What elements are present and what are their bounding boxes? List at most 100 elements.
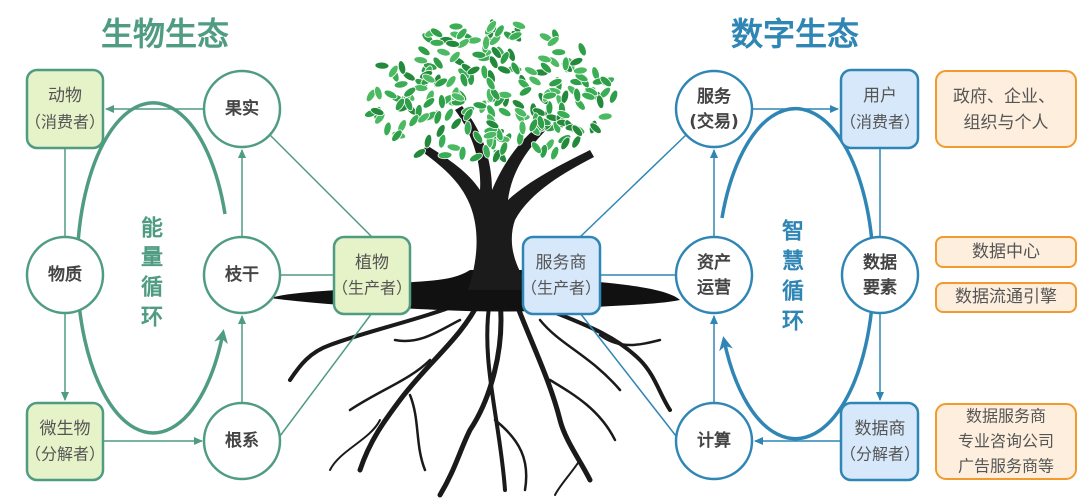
service-provider-producer-box: 服务商 （生产者）: [521, 235, 602, 316]
leaf: [511, 20, 527, 30]
svg-text:物质: 物质: [48, 264, 82, 285]
leaf: [463, 120, 472, 136]
leaf: [394, 97, 406, 112]
leaf: [458, 145, 467, 161]
leaf: [546, 36, 560, 47]
leaf: [472, 130, 484, 144]
leaf: [463, 108, 474, 122]
svg-text:动物: 动物: [48, 86, 82, 106]
svg-text:循: 循: [782, 279, 804, 305]
leaf: [435, 124, 446, 138]
svg-text:数据商: 数据商: [855, 419, 906, 439]
svg-text:数据服务商: 数据服务商: [966, 407, 1046, 426]
leaf: [397, 60, 407, 75]
leaf: [429, 38, 445, 47]
leaf: [550, 146, 560, 161]
energy-cycle-label: 能 量 循 环: [141, 216, 163, 331]
leaf: [404, 97, 414, 112]
leaf: [383, 89, 398, 100]
leaf: [513, 107, 528, 118]
svg-text:量: 量: [141, 246, 163, 271]
tree-canopy: [364, 18, 619, 164]
svg-text:（生产者）: （生产者）: [521, 279, 601, 298]
leaf: [422, 97, 436, 109]
svg-text:（消费者）: （消费者）: [25, 113, 105, 132]
svg-text:服务商: 服务商: [536, 253, 587, 273]
plant-producer-box: 植物 （生产者）: [332, 235, 412, 316]
leaf: [540, 61, 552, 74]
svg-text:广告服务商等: 广告服务商等: [958, 457, 1054, 476]
svg-text:环: 环: [141, 306, 163, 331]
leaf: [466, 65, 481, 76]
svg-text:根系: 根系: [225, 430, 259, 451]
leaf: [486, 104, 496, 119]
svg-text:能: 能: [141, 216, 163, 242]
leaf: [443, 108, 454, 122]
bio-title: 生物生态: [101, 15, 229, 53]
svg-text:果实: 果实: [225, 98, 259, 119]
leaf: [445, 75, 457, 88]
wisdom-cycle-label: 智 慧 循 环: [782, 219, 804, 335]
leaf: [581, 91, 596, 101]
leaf: [524, 66, 538, 76]
leaf: [445, 39, 460, 48]
leaf: [450, 117, 462, 130]
leaf: [448, 22, 464, 31]
svg-text:枝干: 枝干: [225, 264, 259, 285]
leaf: [393, 80, 409, 89]
leaf: [403, 86, 417, 98]
leaf: [485, 76, 496, 91]
leaf: [573, 87, 582, 103]
leaf: [609, 89, 619, 104]
animal-consumer-box: 动物 （消费者）: [25, 68, 105, 150]
leaf: [556, 110, 571, 119]
svg-text:数据流通引擎: 数据流通引擎: [955, 287, 1057, 307]
leaf: [497, 65, 512, 75]
leaf: [490, 46, 502, 59]
user-consumer-box: 用户 （消费者）: [839, 68, 920, 150]
leaf: [528, 118, 539, 133]
leaf: [438, 133, 447, 149]
leaf: [459, 72, 469, 88]
tree-trunk: [420, 106, 594, 290]
svg-text:（分解者）: （分解者）: [25, 445, 105, 464]
svg-text:运营: 运营: [697, 277, 731, 298]
leaf: [417, 112, 430, 124]
leaf: [488, 55, 499, 69]
leaf: [374, 85, 383, 101]
leaf: [413, 56, 429, 65]
leaf: [482, 144, 491, 159]
svg-text:数据: 数据: [863, 252, 897, 273]
leaf: [482, 131, 498, 140]
compute-node: 计算: [674, 401, 754, 481]
leaf: [433, 110, 443, 125]
roots-node: 根系: [202, 401, 282, 481]
svg-text:用户: 用户: [863, 86, 897, 106]
leaf: [383, 121, 392, 137]
leaf: [437, 151, 453, 160]
leaf: [518, 86, 533, 97]
leaf: [455, 27, 468, 41]
matter-node: 物质: [25, 235, 105, 315]
leaf: [430, 27, 444, 39]
data-factor-node: 数据 要素: [840, 235, 920, 315]
svg-text:数据中心: 数据中心: [972, 242, 1040, 262]
svg-text:组织与个人: 组织与个人: [964, 113, 1049, 133]
leaf: [412, 148, 426, 159]
leaf: [436, 47, 451, 57]
svg-text:智: 智: [782, 219, 804, 245]
leaf: [571, 124, 583, 137]
note-data-center: 数据中心: [935, 236, 1077, 268]
svg-text:计算: 计算: [697, 430, 731, 451]
svg-text:（生产者）: （生产者）: [332, 279, 412, 298]
note-users: 政府、企业、 组织与个人: [935, 70, 1077, 148]
leaf: [471, 50, 487, 59]
leaf: [434, 77, 448, 88]
asset-operation-node: 资产 运营: [674, 235, 754, 315]
leaf: [548, 78, 563, 88]
leaf: [530, 141, 542, 155]
svg-text:资产: 资产: [697, 252, 731, 273]
microbe-decomposer-box: 微生物 （分解者）: [25, 401, 105, 482]
leaf: [497, 107, 512, 118]
